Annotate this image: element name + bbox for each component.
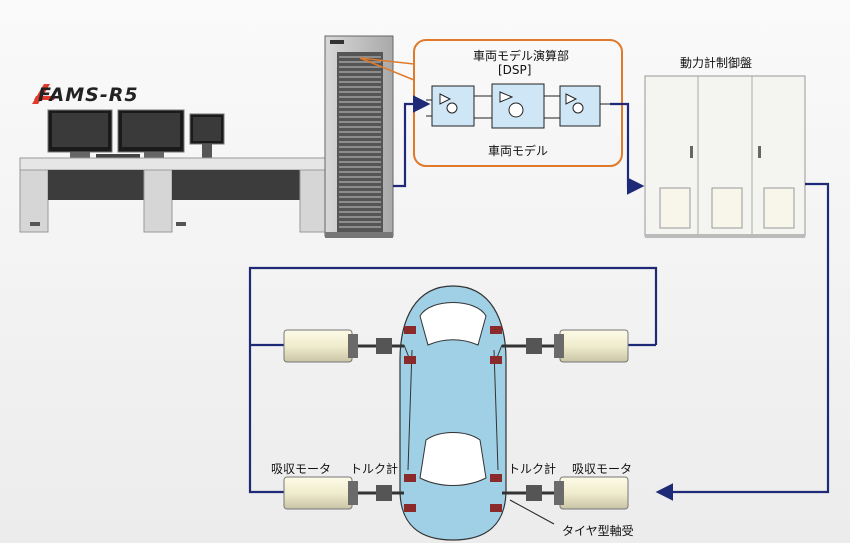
rack-slat [339, 56, 381, 58]
rack-slat [339, 161, 381, 163]
absorption-motor [502, 476, 629, 510]
rack-slat [339, 206, 381, 208]
rack-slat [339, 71, 381, 73]
rack-slat [339, 141, 381, 143]
absorb-motor-right-label: 吸収モータ [572, 462, 633, 476]
rack-slat [339, 66, 381, 68]
rack-slat [339, 116, 381, 118]
callout-line [359, 57, 415, 65]
rack-slat [339, 146, 381, 148]
signal-wiring [248, 95, 830, 501]
rack-slat [339, 186, 381, 188]
torque-meter-left-label: トルク計 [350, 462, 399, 476]
torque-meter [376, 485, 392, 501]
rack-slat [339, 136, 381, 138]
torque-meter-right-label: トルク計 [508, 462, 557, 476]
dsp-subtitle: [DSP] [498, 63, 532, 77]
rack-slat [339, 86, 381, 88]
rack-slat [339, 61, 381, 63]
torque-meter [526, 485, 542, 501]
torque-meter [526, 338, 542, 354]
rack-slat [339, 151, 381, 153]
rack-slat [339, 131, 381, 133]
absorption-motor [283, 476, 404, 510]
dsp-server-rack [324, 35, 394, 238]
operator-console [19, 109, 329, 233]
absorption-motors [283, 329, 629, 510]
rack-slat [339, 226, 381, 228]
rack-slat [339, 156, 381, 158]
rack-slat [339, 221, 381, 223]
absorption-motor [502, 329, 629, 363]
brand-name: FAMS-R5 [38, 84, 139, 106]
rack-slat [339, 176, 381, 178]
rack-slat [339, 111, 381, 113]
rack-slat [339, 91, 381, 93]
rack-slat [339, 191, 381, 193]
torque-meter [376, 338, 392, 354]
rack-slat [339, 181, 381, 183]
rack-slat [339, 211, 381, 213]
rack-slat [339, 166, 381, 168]
rack-slat [339, 101, 381, 103]
dsp-caption: 車両モデル [488, 144, 549, 158]
rack-slat [339, 121, 381, 123]
control-panel-label: 動力計制御盤 [680, 56, 753, 70]
absorption-motor [283, 329, 404, 363]
rack-slat [339, 96, 381, 98]
tire-bearing-leader [509, 499, 555, 525]
fams-logo-icon [32, 84, 56, 104]
dynamometer-control-cabinet [644, 75, 806, 238]
rack-slat [339, 106, 381, 108]
rack-slat [339, 201, 381, 203]
dsp-title: 車両モデル演算部 [473, 49, 570, 63]
vehicle-topview [399, 285, 507, 541]
rack-slat [339, 81, 381, 83]
rack-slat [339, 76, 381, 78]
vehicle-model-block-diagram [426, 83, 610, 129]
callout-line [359, 57, 415, 81]
rack-slat [339, 126, 381, 128]
rack-slat [339, 216, 381, 218]
tire-bearing-label: タイヤ型軸受 [562, 524, 634, 538]
rack-slat [339, 171, 381, 173]
rack-slat [339, 196, 381, 198]
absorb-motor-left-label: 吸収モータ [271, 462, 332, 476]
